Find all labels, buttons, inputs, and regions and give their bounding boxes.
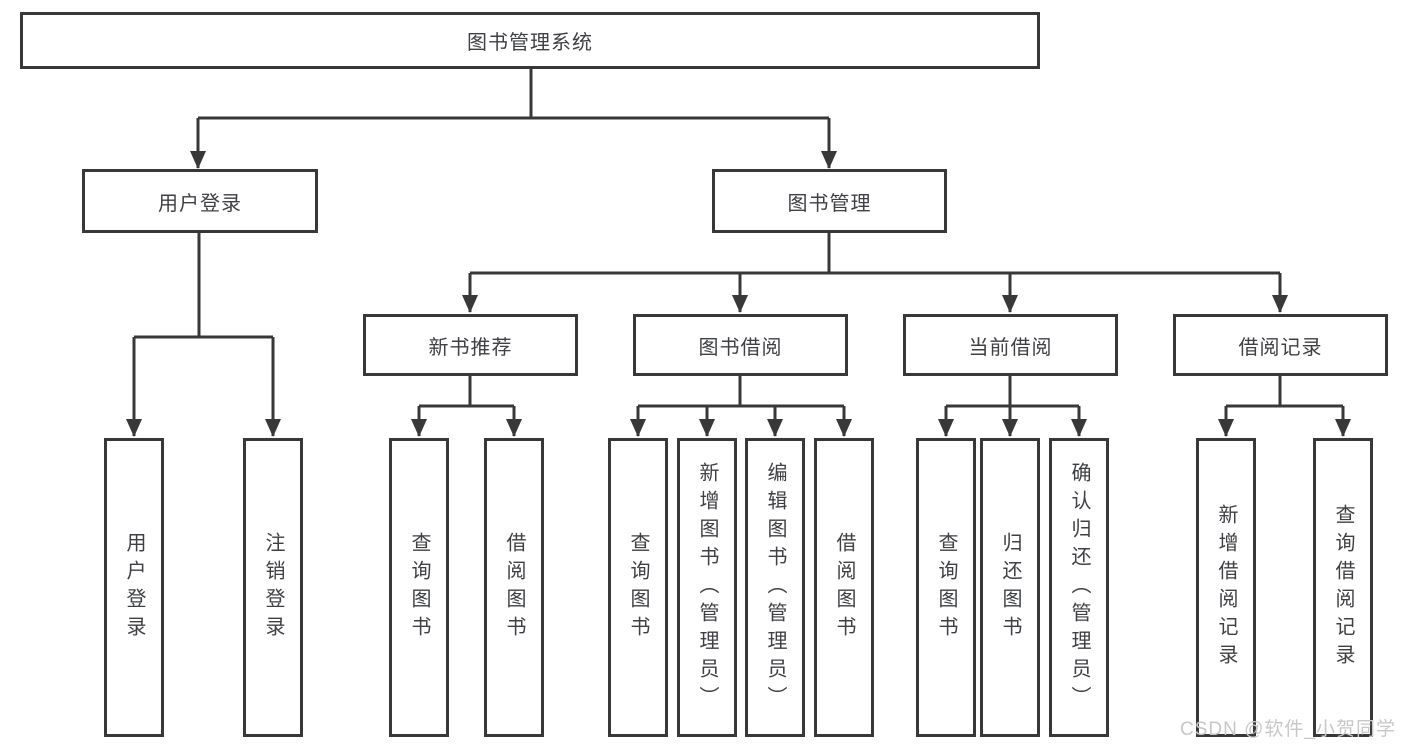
connectors-user-login [126, 233, 281, 437]
leaf-newbook-borrow-books: 借阅图书 [484, 438, 544, 737]
node-label: 归还图书 [999, 531, 1021, 644]
csdn-watermark: CSDN @软件_小贺同学 [1180, 719, 1396, 740]
connectors-book-management [462, 233, 1288, 313]
node-new-book-recommend: 新书推荐 [363, 314, 578, 376]
connectors-root [190, 68, 837, 169]
node-label: 注销登录 [262, 531, 284, 644]
node-label: 用户登录 [158, 192, 242, 215]
node-label: 借阅记录 [1238, 336, 1323, 359]
node-label: 新增图书（管理员） [696, 461, 718, 714]
node-label: 图书管理系统 [467, 32, 593, 54]
node-label: 当前借阅 [968, 336, 1053, 359]
leaf-current-confirm-return-admin: 确认归还（管理员） [1049, 438, 1109, 737]
node-label: 借阅图书 [503, 531, 525, 644]
node-book-borrowing: 图书借阅 [633, 314, 848, 376]
connectors-book-borrow [630, 376, 852, 437]
leaf-logout: 注销登录 [243, 438, 303, 737]
leaf-borrow-add-books-admin: 新增图书（管理员） [677, 438, 737, 737]
leaf-current-query-books: 查询图书 [916, 438, 976, 737]
leaf-newbook-query-books: 查询图书 [389, 438, 449, 737]
leaf-borrow-edit-books-admin: 编辑图书（管理员） [745, 438, 805, 737]
leaf-borrow-query-books: 查询图书 [608, 438, 668, 737]
node-label: 查询图书 [408, 531, 430, 644]
node-label: 借阅图书 [833, 531, 855, 644]
node-root: 图书管理系统 [20, 12, 1040, 69]
leaf-current-return-books: 归还图书 [980, 438, 1040, 737]
connectors-borrow-records [1218, 376, 1351, 437]
node-label: 用户登录 [123, 531, 145, 644]
node-label: 确认归还（管理员） [1068, 461, 1090, 714]
node-label: 新增借阅记录 [1215, 503, 1237, 672]
leaf-records-query-record: 查询借阅记录 [1313, 438, 1373, 737]
node-label: 查询图书 [935, 531, 957, 644]
node-book-management: 图书管理 [712, 169, 947, 233]
leaf-borrow-borrow-books: 借阅图书 [814, 438, 874, 737]
node-current-borrowing: 当前借阅 [903, 314, 1118, 376]
leaf-records-add-record: 新增借阅记录 [1196, 438, 1256, 737]
node-label: 查询图书 [627, 531, 649, 644]
node-borrowing-records: 借阅记录 [1173, 314, 1388, 376]
node-label: 编辑图书（管理员） [764, 461, 786, 714]
node-label: 图书管理 [787, 192, 872, 215]
node-label: 新书推荐 [428, 336, 513, 359]
connectors-new-book [411, 376, 522, 437]
leaf-user-login: 用户登录 [104, 438, 164, 737]
node-label: 查询借阅记录 [1332, 503, 1354, 672]
node-label: 图书借阅 [698, 336, 783, 359]
node-user-login: 用户登录 [82, 169, 318, 233]
connectors-current-borrow [938, 376, 1087, 437]
